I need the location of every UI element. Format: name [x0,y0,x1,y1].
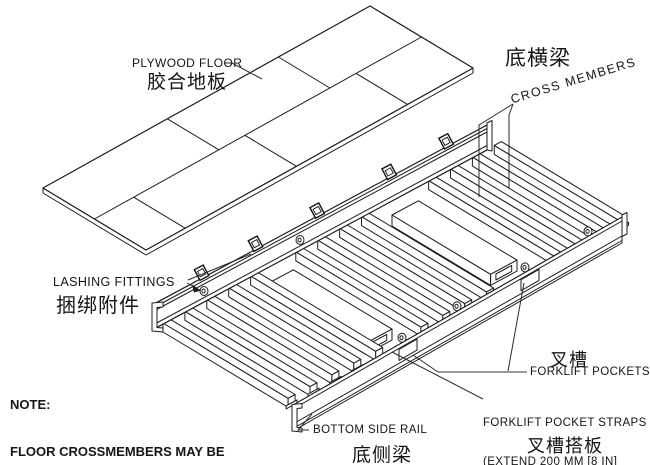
forklift-pockets-label-zh: 叉槽 [550,350,588,370]
forklift-pockets-label-en: FORKLIFT POCKETS [530,366,650,378]
lashing-fitting-clip [193,264,210,282]
lashing-fittings-leader [187,253,252,281]
lashing-fitting-clip [308,201,326,220]
bottom-side-rail-beam [291,212,628,433]
plywood-floor-panel [42,5,474,256]
note-heading: NOTE: [10,397,51,412]
note-line-1: FLOOR CROSSMEMBERS MAY BE [10,443,225,459]
pocket-straps-line-2: (EXTEND 200 MM [8 IN] [483,456,618,465]
pocket-straps-label-zh: 叉槽搭板 [527,436,603,456]
bottom-side-rail-label-en: BOTTOM SIDE RAIL [313,424,428,436]
plywood-floor-label-en: PLYWOOD FLOOR [132,56,243,70]
pocket-straps-leader [391,351,484,400]
plywood-floor-leader [224,62,263,80]
lashing-fitting-clip [437,132,455,150]
pocket-straps-block: FORKLIFT POCKET STRAPS (EXTEND 200 MM [8… [483,391,650,465]
top-side-rail [151,120,493,333]
lashing-fitting-clip [380,163,398,181]
plywood-floor-label-zh: 胶合地板 [147,72,228,93]
cross-members-label-zh: 底横梁 [505,47,571,70]
leader-lines [186,62,527,431]
note-block: NOTE: FLOOR CROSSMEMBERS MAY BE CHANNELS… [10,366,229,465]
lashing-fittings-arrowhead [192,284,201,293]
lashing-fittings-label-en: LASHING FITTINGS [53,275,175,289]
bottom-side-rail-label-zh: 底侧梁 [352,445,413,465]
cross-members-leader-2 [508,103,514,188]
lashing-fittings-label-zh: 捆绑附件 [56,295,140,317]
forklift-pockets-leader-left [412,354,439,373]
bottom-side-rail-leader [296,413,313,431]
pocket-straps-line-1: FORKLIFT POCKET STRAPS [483,417,647,429]
cross-members-leader-1 [478,103,514,197]
lashing-fitting-clip [247,235,264,253]
forklift-pockets-leader-right [507,282,525,372]
plywood-panel-joints [94,36,422,229]
